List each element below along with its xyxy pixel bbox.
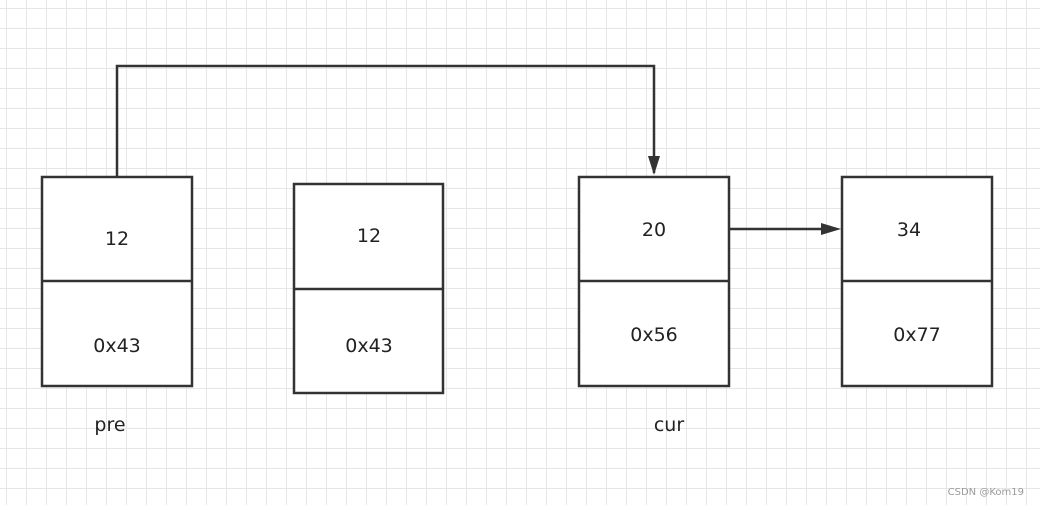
node-3-address: 0x56 bbox=[630, 324, 678, 346]
node-2-address: 0x43 bbox=[345, 335, 393, 357]
pre-label: pre bbox=[94, 414, 125, 436]
node-2: 12 0x43 bbox=[292, 182, 445, 395]
node-4-value: 34 bbox=[897, 219, 921, 241]
node-1: 12 0x43 bbox=[40, 175, 194, 388]
node-1-value: 12 bbox=[105, 228, 129, 250]
node-4: 34 0x77 bbox=[840, 175, 994, 388]
node-4-address: 0x77 bbox=[893, 324, 941, 346]
pre-to-cur-arrowhead bbox=[648, 156, 660, 175]
watermark: CSDN @Kom19 bbox=[948, 487, 1024, 498]
node-3: 20 0x56 bbox=[577, 175, 731, 388]
node-1-address: 0x43 bbox=[93, 335, 141, 357]
pre-to-cur-arrow bbox=[115, 64, 656, 176]
node-3-value: 20 bbox=[642, 219, 666, 241]
node-2-value: 12 bbox=[357, 225, 381, 247]
cur-to-next-arrowhead bbox=[821, 223, 841, 235]
cur-label: cur bbox=[654, 414, 684, 436]
